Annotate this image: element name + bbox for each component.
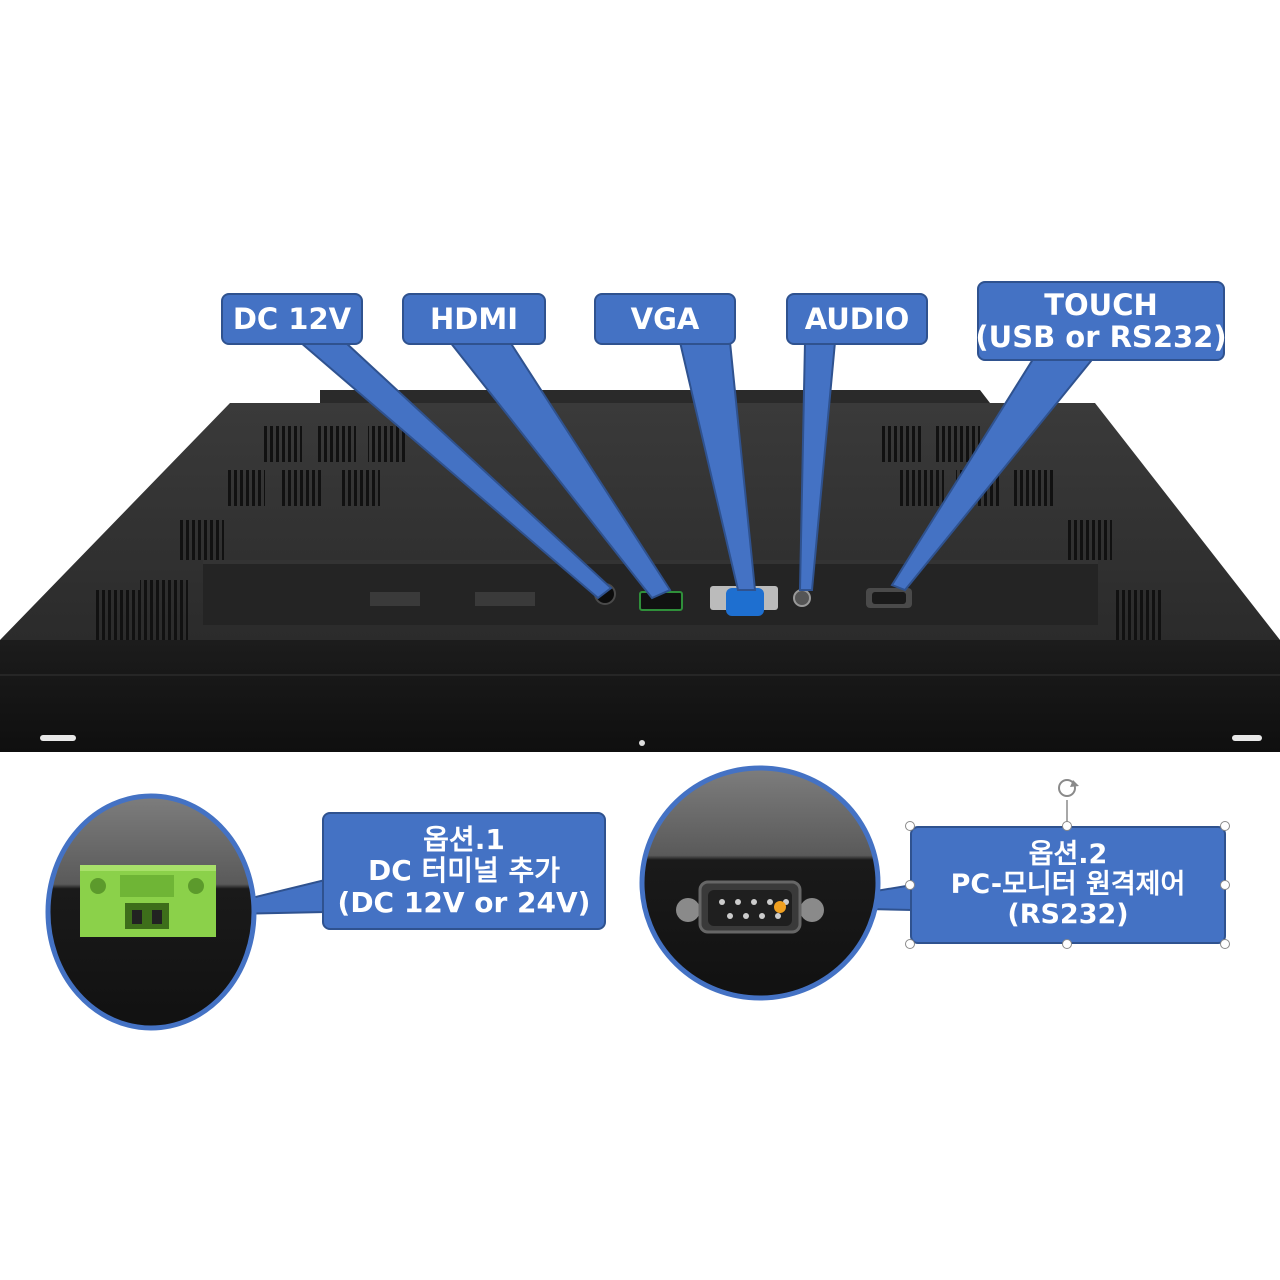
rotate-handle-icon[interactable] (1058, 779, 1079, 826)
callout-option2[interactable]: 옵션.2 PC-모니터 원격제어 (RS232) (910, 826, 1226, 944)
option2-line2: PC-모니터 원격제어 (950, 868, 1186, 900)
resize-handle-right[interactable] (1220, 880, 1230, 890)
resize-handle-bottom[interactable] (1062, 939, 1072, 949)
callout-pointers (181, 341, 1098, 916)
option1-line1: 옵션.1 (423, 822, 505, 856)
option1-line3: (DC 12V or 24V) (337, 885, 591, 919)
resize-handle-bottom-left[interactable] (905, 939, 915, 949)
resize-handle-top[interactable] (1062, 821, 1072, 831)
option1-inset-circle (45, 793, 257, 1031)
callout-touch-line2: (USB or RS232) (975, 320, 1227, 354)
callout-touch: TOUCH (USB or RS232) (975, 281, 1227, 361)
callout-audio: AUDIO (786, 293, 928, 345)
option2-line3: (RS232) (1007, 899, 1129, 931)
callout-dc-12v-text: DC 12V (232, 301, 352, 336)
resize-handle-left[interactable] (905, 880, 915, 890)
option2-line1: 옵션.2 (1028, 838, 1108, 870)
callout-option1: 옵션.1 DC 터미널 추가 (DC 12V or 24V) (322, 812, 606, 930)
callout-vga-text: VGA (630, 301, 700, 336)
callout-audio-text: AUDIO (804, 301, 910, 336)
option2-inset-circle (639, 765, 881, 1001)
callout-hdmi: HDMI (402, 293, 546, 345)
resize-handle-top-right[interactable] (1220, 821, 1230, 831)
vent-grilles (96, 426, 1164, 640)
callout-vga: VGA (594, 293, 736, 345)
option1-line2: DC 터미널 추가 (367, 854, 561, 888)
callout-hdmi-text: HDMI (430, 301, 518, 336)
callout-dc-12v: DC 12V (221, 293, 363, 345)
resize-handle-bottom-right[interactable] (1220, 939, 1230, 949)
callout-touch-line1: TOUCH (1044, 287, 1158, 322)
resize-handle-top-left[interactable] (905, 821, 915, 831)
